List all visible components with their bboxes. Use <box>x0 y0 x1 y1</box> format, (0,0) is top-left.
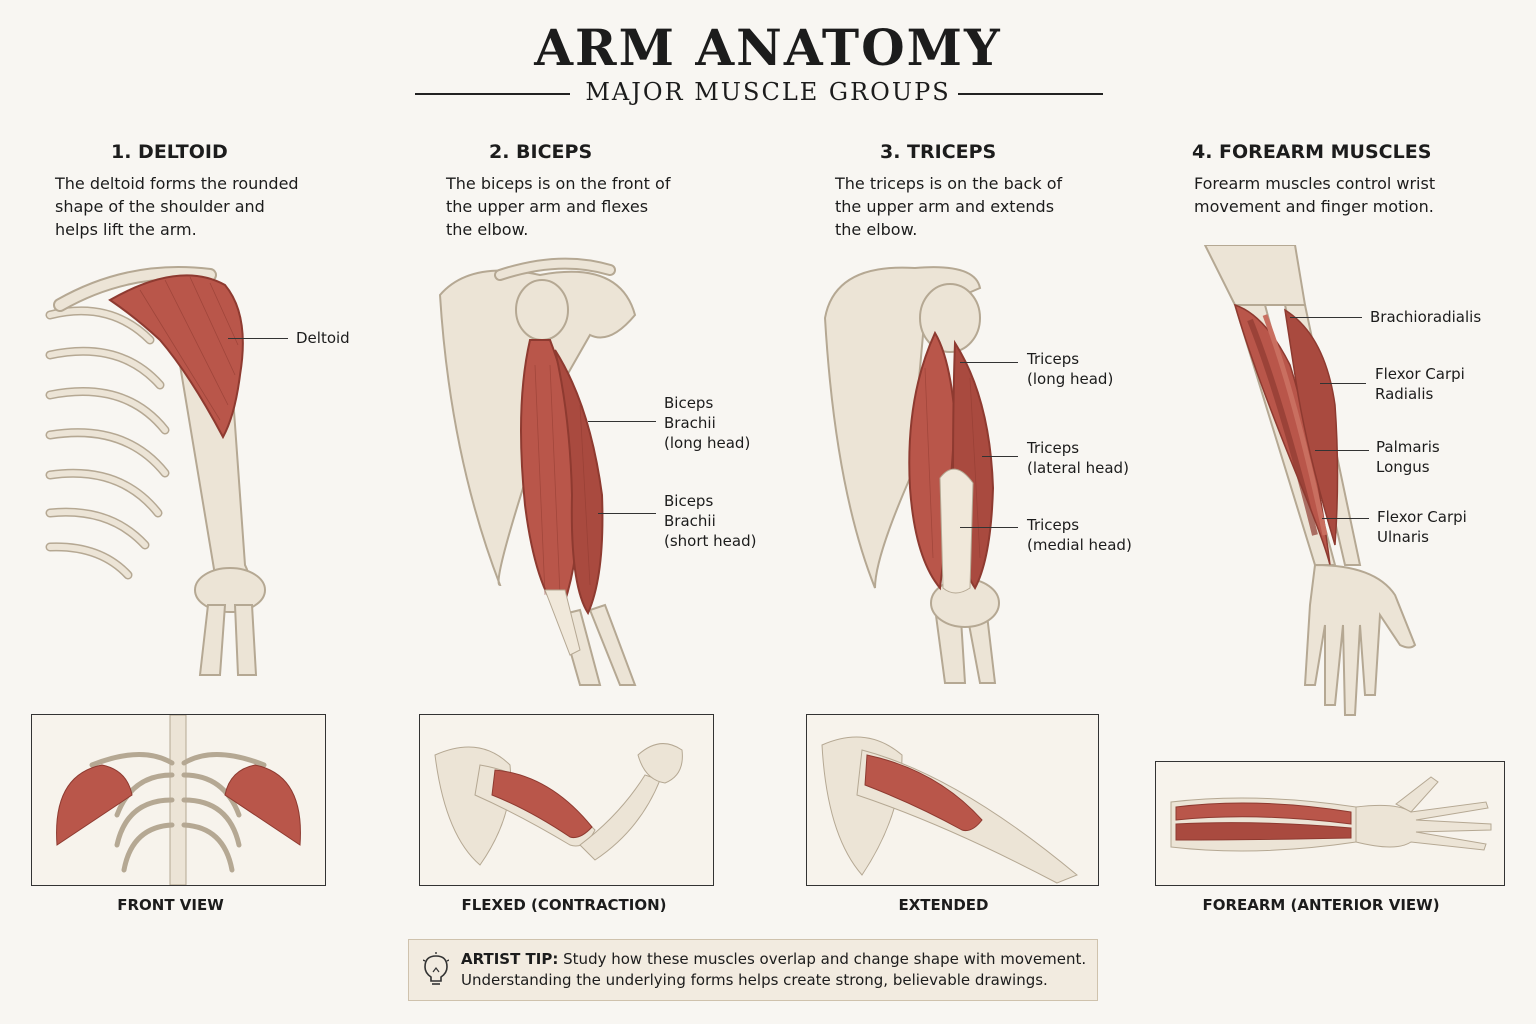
flexor-carpi-ulnaris-label: Flexor Carpi Ulnaris <box>1377 508 1467 546</box>
extended-arm-illustration <box>821 736 1078 884</box>
deltoid-leader-line <box>228 338 288 339</box>
forearm-description: Forearm muscles control wrist movement a… <box>1194 174 1436 216</box>
biceps-long-head-leader <box>588 421 656 422</box>
biceps-long-head-label: Biceps Brachii (long head) <box>664 394 751 452</box>
biceps-illustration <box>438 257 637 686</box>
forearm-title: 4. FOREARM MUSCLES <box>1192 141 1432 163</box>
deltoid-label: Deltoid <box>296 329 350 347</box>
lightbulb-icon <box>423 952 449 985</box>
flexed-arm-illustration <box>434 743 683 866</box>
artist-tip-text: ARTIST TIP: Study how these muscles over… <box>461 949 1091 991</box>
triceps-medial-head-label: Triceps (medial head) <box>1027 516 1132 554</box>
page-subtitle: MAJOR MUSCLE GROUPS <box>585 78 951 106</box>
artist-tip-line1: Study how these muscles overlap and chan… <box>563 950 1087 968</box>
deltoid-caption: FRONT VIEW <box>117 896 224 914</box>
front-view-illustration <box>56 715 301 885</box>
forearm-illustration <box>1203 245 1417 716</box>
triceps-lateral-head-leader <box>982 456 1018 457</box>
deltoid-description: The deltoid forms the rounded shape of t… <box>55 174 299 239</box>
triceps-caption: EXTENDED <box>898 896 989 914</box>
palmaris-longus-leader <box>1315 450 1369 451</box>
forearm-anterior-illustration <box>1170 776 1492 852</box>
artist-tip-label: ARTIST TIP: <box>461 950 559 968</box>
triceps-extended-thumbnail <box>806 714 1099 886</box>
deltoid-illustration <box>45 266 266 676</box>
subtitle-rule-right <box>958 93 1103 95</box>
forearm-anterior-view-thumbnail <box>1155 761 1505 886</box>
brachioradialis-leader <box>1290 317 1362 318</box>
artist-tip-line2: Understanding the underlying forms helps… <box>461 971 1048 989</box>
flexor-carpi-radialis-label: Flexor Carpi Radialis <box>1375 365 1465 403</box>
flexor-carpi-radialis-leader <box>1320 383 1366 384</box>
triceps-description: The triceps is on the back of the upper … <box>835 174 1063 239</box>
triceps-long-head-label: Triceps (long head) <box>1027 350 1114 388</box>
artist-tip-box: ARTIST TIP: Study how these muscles over… <box>408 939 1098 1001</box>
forearm-caption: FOREARM (ANTERIOR VIEW) <box>1202 896 1440 914</box>
deltoid-front-view-thumbnail <box>31 714 326 886</box>
page-title: ARM ANATOMY <box>534 18 1002 77</box>
deltoid-title: 1. DELTOID <box>111 141 228 163</box>
triceps-long-head-leader <box>960 362 1018 363</box>
biceps-caption: FLEXED (CONTRACTION) <box>461 896 667 914</box>
brachioradialis-label: Brachioradialis <box>1370 308 1482 326</box>
biceps-short-head-label: Biceps Brachii (short head) <box>664 492 757 550</box>
subtitle-rule-left <box>415 93 570 95</box>
triceps-illustration <box>823 266 1000 684</box>
biceps-flexed-thumbnail <box>419 714 714 886</box>
triceps-title: 3. TRICEPS <box>880 141 997 163</box>
flexor-carpi-ulnaris-leader <box>1322 518 1369 519</box>
biceps-short-head-leader <box>598 513 656 514</box>
palmaris-longus-label: Palmaris Longus <box>1376 438 1440 476</box>
biceps-description: The biceps is on the front of the upper … <box>446 174 671 239</box>
triceps-lateral-head-label: Triceps (lateral head) <box>1027 439 1129 477</box>
triceps-medial-head-leader <box>960 527 1018 528</box>
biceps-title: 2. BICEPS <box>489 141 593 163</box>
